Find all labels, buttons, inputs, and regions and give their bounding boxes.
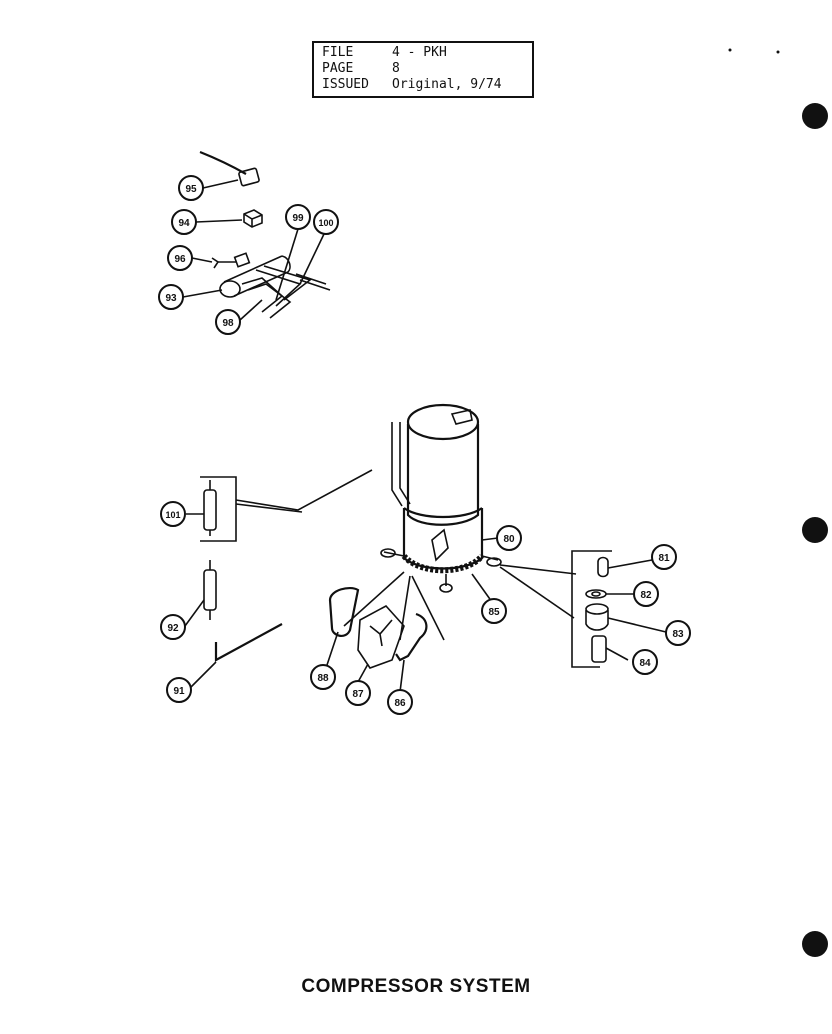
- callout-95-label: 95: [185, 184, 197, 195]
- lower-small-parts: [328, 571, 445, 669]
- callout-84: 84: [632, 649, 658, 675]
- callout-88-label: 88: [317, 673, 329, 684]
- callout-92-label: 92: [167, 623, 179, 634]
- callout-95-upper: 95: [178, 175, 204, 201]
- file-info-box: FILE 4 - PKH PAGE 8 ISSUED Original, 9/7…: [312, 41, 534, 98]
- connector-block-part: [243, 209, 263, 228]
- callout-98-label: 98: [222, 318, 234, 329]
- callout-96-label: 96: [174, 254, 186, 265]
- page-label: PAGE: [322, 61, 354, 76]
- page-value: 8: [392, 61, 400, 76]
- callout-91-label: 91: [173, 686, 185, 697]
- callout-96-upper: 96: [167, 245, 193, 271]
- callout-81-label: 81: [658, 553, 670, 564]
- binder-hole-bottom: [802, 931, 828, 957]
- callout-93: 93: [158, 284, 184, 310]
- callout-85-label: 85: [488, 607, 500, 618]
- callout-87-label: 87: [352, 689, 364, 700]
- mounting-kit-bracket: [499, 550, 667, 668]
- callout-93-label: 93: [165, 293, 177, 304]
- callout-82-label: 82: [640, 590, 652, 601]
- issued-label: ISSUED: [322, 77, 369, 92]
- callout-94: 94: [171, 209, 197, 235]
- callout-94-label: 94: [178, 218, 190, 229]
- callout-98: 98: [215, 309, 241, 335]
- file-label: FILE: [322, 45, 354, 60]
- callout-86: 86: [387, 689, 413, 715]
- callout-99-label: 99: [292, 213, 304, 224]
- callout-101-label: 101: [165, 510, 180, 520]
- callout-83-label: 83: [672, 629, 684, 640]
- callout-80-label: 80: [503, 534, 515, 545]
- binder-hole-middle: [802, 517, 828, 543]
- left-part-bracket: [200, 469, 373, 662]
- callout-101: 101: [160, 501, 186, 527]
- binder-hole-top: [802, 103, 828, 129]
- callout-83: 83: [665, 620, 691, 646]
- callout-81: 81: [651, 544, 677, 570]
- diagram-caption: COMPRESSOR SYSTEM: [301, 976, 531, 997]
- issued-row: ISSUED Original, 9/74: [322, 77, 532, 93]
- speck-mark: [776, 50, 780, 54]
- callout-84-label: 84: [639, 658, 651, 669]
- wire-lead-part: [199, 150, 260, 187]
- callout-86-label: 86: [394, 698, 406, 709]
- page-row: PAGE 8: [322, 61, 532, 77]
- callout-85: 85: [481, 598, 507, 624]
- issued-value: Original, 9/74: [392, 77, 502, 92]
- callout-80: 80: [496, 525, 522, 551]
- file-value: 4 - PKH: [392, 45, 447, 60]
- compressor-part: [380, 403, 502, 593]
- upper-leader-lines: [182, 179, 325, 321]
- callout-100: 100: [313, 209, 339, 235]
- file-row: FILE 4 - PKH: [322, 45, 532, 61]
- sensor-tube-part: [211, 252, 291, 298]
- bent-tubes-part: [241, 265, 331, 319]
- callout-100-label: 100: [318, 218, 333, 228]
- callout-82-right: 82: [633, 581, 659, 607]
- callout-99: 99: [285, 204, 311, 230]
- callout-91-left: 91: [166, 677, 192, 703]
- callout-88: 88: [310, 664, 336, 690]
- callout-92-left: 92: [160, 614, 186, 640]
- callout-87: 87: [345, 680, 371, 706]
- lower-leader-lines: [184, 513, 499, 693]
- speck-mark: [728, 48, 732, 52]
